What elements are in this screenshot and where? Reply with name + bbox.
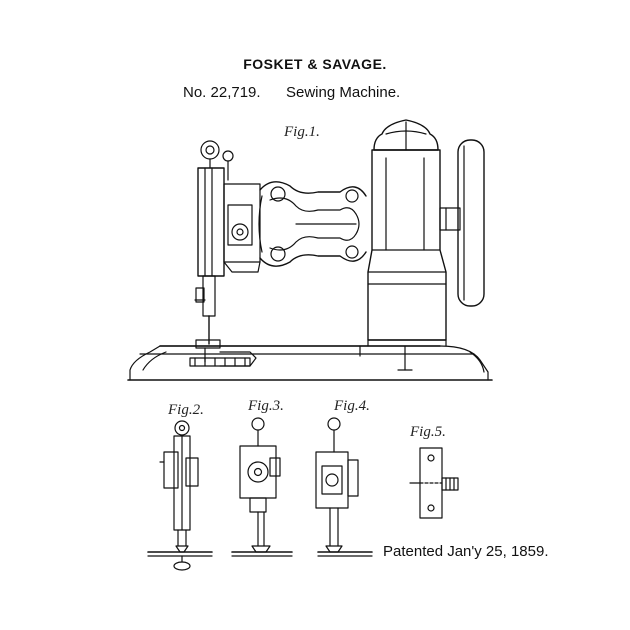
fig2-needle-mechanism bbox=[147, 420, 213, 571]
fig4-label: Fig.4. bbox=[334, 398, 370, 414]
fig1-machine bbox=[127, 119, 493, 381]
patent-title: FOSKET & SAVAGE. bbox=[243, 56, 387, 72]
fig5-label: Fig.5. bbox=[410, 424, 446, 440]
fig3-label: Fig.3. bbox=[248, 398, 284, 414]
fig2-label: Fig.2. bbox=[168, 402, 204, 418]
fig4-feed-mechanism bbox=[315, 417, 373, 557]
fig5-detail bbox=[409, 447, 459, 519]
fig1-label: Fig.1. bbox=[284, 124, 320, 140]
patent-number: No. 22,719. bbox=[183, 84, 261, 101]
patent-date: Patented Jan'y 25, 1859. bbox=[383, 543, 549, 560]
fig3-presser-mechanism bbox=[231, 417, 293, 557]
patent-subject: Sewing Machine. bbox=[286, 84, 401, 101]
